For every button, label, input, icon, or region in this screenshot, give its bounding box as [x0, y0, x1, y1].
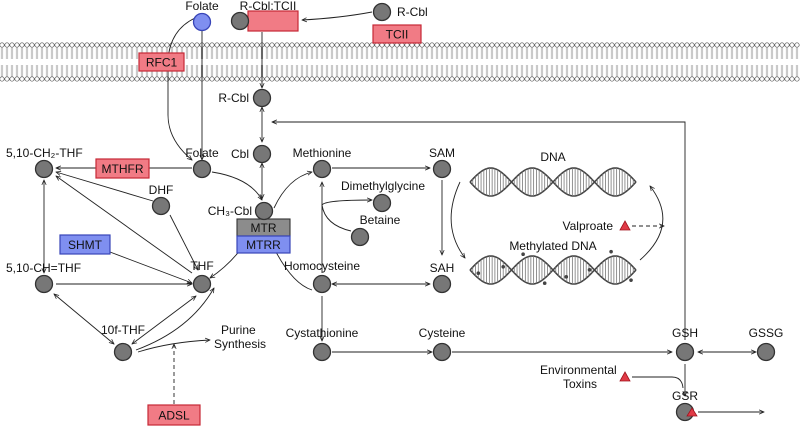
- edge-10fthf-thf: [132, 296, 196, 344]
- label-valproate: Valproate: [563, 219, 614, 233]
- dna-helix: [469, 167, 637, 197]
- edges: [44, 11, 764, 412]
- label-ch3cbl: CH₃-Cbl: [208, 204, 252, 218]
- methionine-node[interactable]: [312, 159, 332, 179]
- thf-node[interactable]: [192, 274, 212, 294]
- label-homocysteine: Homocysteine: [284, 259, 360, 273]
- label-methylene-thf: 5,10-CH₂-THF: [6, 146, 83, 160]
- methylene-thf-node[interactable]: [34, 159, 54, 179]
- gene-adsl[interactable]: ADSL: [147, 404, 201, 426]
- label-formyl-thf: 10f-THF: [101, 323, 145, 337]
- methenyl-thf-node[interactable]: [34, 274, 54, 294]
- label-cysteine: Cysteine: [419, 326, 466, 340]
- sam-node[interactable]: [432, 159, 452, 179]
- ch3cbl-node[interactable]: [254, 201, 274, 221]
- gene-tcii[interactable]: TCII: [372, 24, 422, 44]
- edge-shmt-thf: [109, 251, 192, 283]
- label-sah: SAH: [430, 261, 455, 275]
- label-folate-outside: Folate: [185, 0, 219, 13]
- label-methenyl-thf: 5,10-CH=THF: [6, 261, 81, 275]
- edge-dhf-thf: [169, 214, 198, 270]
- label-gsh: GSH: [672, 326, 698, 340]
- label-betaine: Betaine: [360, 213, 401, 227]
- edge-chthf-10fthf: [54, 294, 114, 344]
- label-gssg: GSSG: [749, 326, 784, 340]
- gsr-toxin-marker-icon: [686, 407, 698, 417]
- methylated-dna-helix: [469, 249, 637, 286]
- label-gsr: GSR: [672, 389, 698, 403]
- rcbl-inside-node[interactable]: [252, 88, 272, 108]
- gene-tcii-label: TCII: [386, 28, 409, 42]
- cell-membrane: [0, 42, 800, 82]
- edge-betaine-dmg: [321, 200, 372, 232]
- label-rcbl-inside: R-Cbl: [218, 91, 249, 105]
- gene-mthfr[interactable]: MTHFR: [95, 158, 150, 179]
- label-cystathionine: Cystathionine: [286, 326, 359, 340]
- gene-mtrr[interactable]: MTRR: [236, 235, 291, 254]
- sah-node[interactable]: [432, 274, 452, 294]
- edge-dhf-ch2thf: [56, 172, 154, 202]
- gene-mtr-label: MTR: [251, 221, 277, 235]
- homocysteine-node[interactable]: [312, 274, 332, 294]
- gene-mthfr-label: MTHFR: [102, 162, 144, 176]
- label-thf: THF: [190, 259, 213, 273]
- gene-rfc1-label: RFC1: [146, 56, 178, 70]
- label-methylated-dna: Methylated DNA: [509, 239, 596, 253]
- edge-folate-ch3cbl: [211, 171, 262, 200]
- labels: Folate R-Cbl:TCII R-Cbl R-Cbl Cbl 5,10-C…: [6, 0, 783, 403]
- gene-rfc1[interactable]: RFC1: [138, 52, 185, 72]
- gssg-node[interactable]: [756, 342, 776, 362]
- label-sam: SAM: [429, 146, 455, 160]
- formyl-thf-node[interactable]: [113, 342, 133, 362]
- label-dimethylglycine: Dimethylglycine: [341, 179, 425, 193]
- label-cbl: Cbl: [231, 147, 249, 161]
- label-folate-inside: Folate: [185, 146, 219, 160]
- cystathionine-node[interactable]: [312, 342, 332, 362]
- folate-inside-node[interactable]: [192, 159, 212, 179]
- edge-toxins-gsr: [632, 376, 684, 389]
- label-rcbl-tcii: R-Cbl:TCII: [240, 0, 297, 13]
- label-dna: DNA: [540, 150, 565, 164]
- valproate-triangle-icon[interactable]: [619, 220, 631, 231]
- dimethylglycine-node[interactable]: [372, 193, 392, 213]
- edge-thf-ch2thf: [56, 176, 193, 274]
- rcbl-tcii-node[interactable]: [230, 11, 250, 31]
- betaine-node[interactable]: [350, 227, 370, 247]
- label-dhf: DHF: [149, 183, 174, 197]
- label-rcbl-outside: R-Cbl: [397, 5, 428, 19]
- toxin-triangle-icon[interactable]: [619, 371, 631, 382]
- label-methionine: Methionine: [293, 146, 352, 160]
- edge-10fthf-thf-2: [135, 288, 214, 351]
- cysteine-node[interactable]: [432, 342, 452, 362]
- gene-shmt-label: SHMT: [68, 238, 103, 252]
- gene-mtr[interactable]: MTR: [236, 218, 291, 237]
- edge-demethylation: [639, 186, 664, 261]
- gene-shmt[interactable]: SHMT: [59, 234, 111, 255]
- edge-rfc1-folate: [167, 17, 196, 160]
- gene-mtrr-label: MTRR: [246, 238, 281, 252]
- label-environmental-toxins: Environmental Toxins: [540, 363, 620, 391]
- edge-gsh-rcbl: [272, 122, 686, 340]
- gene-adsl-label: ADSL: [158, 409, 190, 423]
- folate-outside-node[interactable]: [192, 12, 212, 32]
- gene-tcii-complex[interactable]: [247, 10, 299, 32]
- label-purine-synthesis: Purine Synthesis: [214, 323, 266, 351]
- rcbl-outside-node[interactable]: [372, 2, 392, 22]
- edge-ch3cbl-methionine: [273, 172, 312, 209]
- gsh-node[interactable]: [675, 342, 695, 362]
- dhf-node[interactable]: [151, 196, 171, 216]
- edge-rcbl-tcii: [302, 11, 373, 20]
- cbl-node[interactable]: [252, 144, 272, 164]
- edge-dna-methylation: [450, 181, 465, 258]
